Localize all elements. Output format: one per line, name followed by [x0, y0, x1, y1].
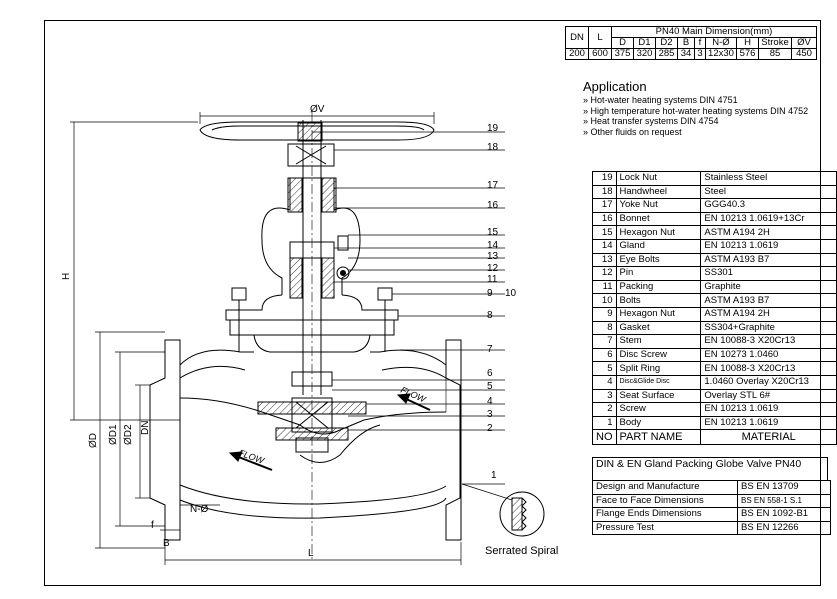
callout-number: 17: [487, 180, 499, 191]
dimension-table: DN L PN40 Main Dimension(mm) D D1 D2 B f…: [565, 26, 817, 60]
dim-label-l: L: [308, 548, 314, 559]
callout-number: 15: [487, 227, 499, 238]
dim-label-f: f: [151, 520, 154, 531]
application-item: Other fluids on request: [583, 127, 823, 138]
gland: [289, 235, 350, 299]
flow-label: FLOW: [237, 447, 266, 466]
callout-leaders: [312, 131, 513, 501]
dim-value: 285: [655, 48, 678, 60]
dim-label-n: N-Ø: [190, 504, 209, 515]
standard-value: BS EN 13709: [737, 480, 831, 495]
application-section: Application Hot-water heating systems DI…: [583, 79, 823, 137]
callout-number: 4: [487, 396, 493, 407]
stem: [302, 112, 322, 560]
dim-label-d2: ØD2: [123, 424, 134, 445]
standard-row: Design and Manufacture BS EN 13709: [592, 480, 831, 495]
standard-row: Face to Face Dimensions BS EN 558-1 S.1: [592, 493, 831, 508]
handwheel-nut: [287, 143, 335, 167]
dim-value: 576: [736, 48, 759, 60]
application-item: High temperature hot-water heating syste…: [583, 106, 823, 117]
callout-number: 5: [487, 381, 493, 392]
standard-row: Pressure Test BS EN 12266: [592, 520, 831, 535]
callout-number: 1: [491, 470, 497, 481]
serrated-spiral-detail: [499, 491, 545, 537]
callout-number: 10: [505, 288, 517, 299]
standard-value: BS EN 558-1 S.1: [737, 493, 831, 508]
callout-number: 2: [487, 423, 493, 434]
dim-label-dn: DN: [140, 421, 151, 435]
dim-label-b: B: [163, 538, 170, 549]
dimension-lines: [70, 112, 462, 565]
detail-label: Serrated Spiral: [485, 545, 558, 557]
callout-number: 16: [487, 200, 499, 211]
callout-number: 6: [487, 368, 493, 379]
callout-number: 19: [487, 123, 499, 134]
callout-number: 12: [487, 263, 499, 274]
callout-number: 7: [487, 344, 493, 355]
callout-number: 13: [487, 251, 499, 262]
parts-header-material: MATERIAL: [700, 429, 837, 446]
dim-label-d: ØD: [88, 433, 99, 448]
standard-value: BS EN 12266: [737, 520, 831, 535]
dim-value: 450: [791, 48, 817, 60]
standard-label: Design and Manufacture: [592, 480, 738, 495]
dim-value: 34: [677, 48, 695, 60]
dim-label-v: ØV: [310, 104, 325, 115]
application-item: Heat transfer systems DIN 4754: [583, 116, 823, 127]
callout-number: 3: [487, 409, 493, 420]
parts-header-no: NO: [592, 429, 617, 446]
callout-number: 8: [487, 310, 493, 321]
callout-number: 18: [487, 142, 499, 153]
handwheel: [199, 121, 435, 142]
application-title: Application: [583, 79, 647, 94]
parts-header-row: NO PART NAME MATERIAL: [592, 429, 837, 446]
callout-number: 11: [487, 274, 498, 285]
parts-header-name: PART NAME: [615, 429, 702, 446]
dim-value: 85: [758, 48, 792, 60]
valve-disc: [275, 371, 349, 453]
dim-label-h: H: [61, 273, 72, 280]
callout-number: 9: [487, 288, 493, 299]
application-item: Hot-water heating systems DIN 4751: [583, 95, 823, 106]
standards-table: Design and Manufacture BS EN 13709 Face …: [592, 480, 831, 535]
standard-label: Face to Face Dimensions: [592, 493, 738, 508]
dim-value: 375: [611, 48, 634, 60]
dim-label-d1: ØD1: [108, 424, 119, 445]
callout-number: 14: [487, 240, 499, 251]
